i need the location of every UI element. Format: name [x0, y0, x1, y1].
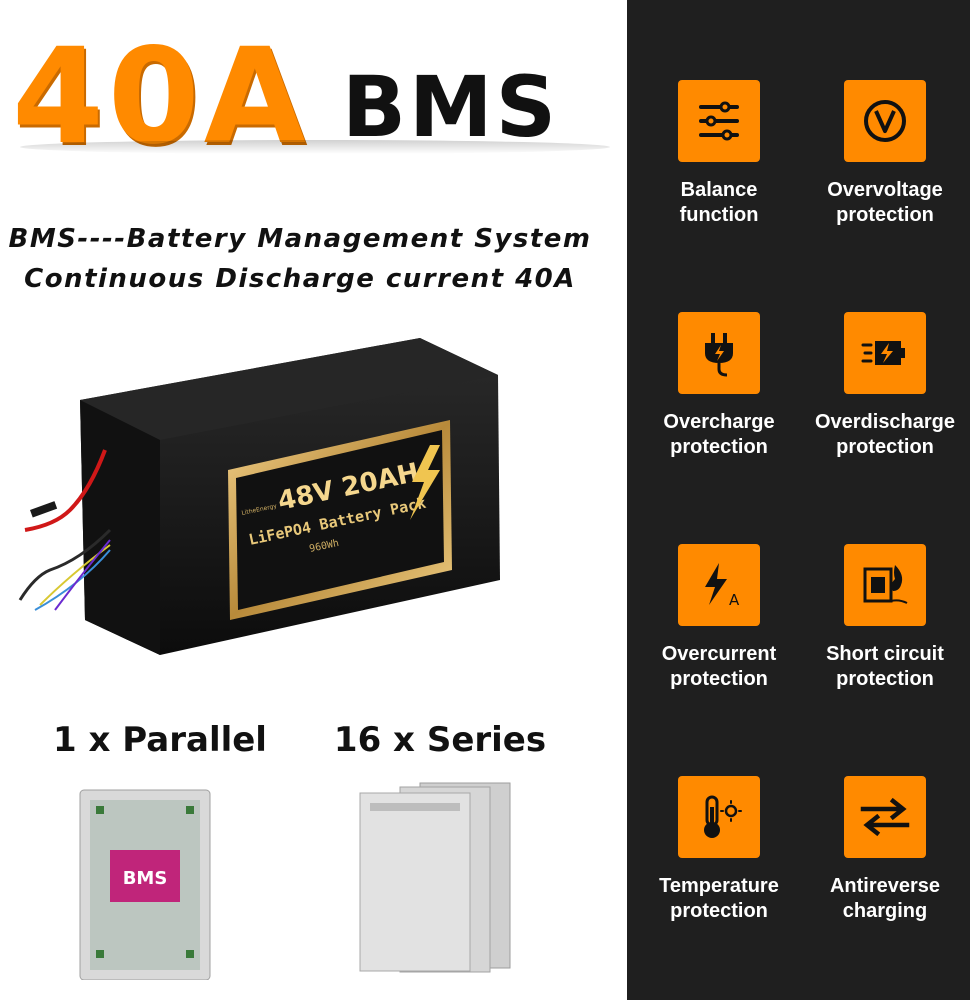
subtitle-line-2: Continuous Discharge current 40A: [24, 264, 576, 294]
headline-bms: BMS: [342, 58, 560, 156]
feature-label-line2: protection: [836, 204, 934, 226]
feature-temperature: Temperature protection: [639, 776, 799, 924]
subtitle-line-1: BMS----Battery Management System: [8, 224, 592, 254]
voltage-icon: [844, 80, 926, 162]
feature-overcurrent: A Overcurrent protection: [639, 544, 799, 692]
feature-label-line2: protection: [836, 668, 934, 690]
svg-text:A: A: [729, 591, 740, 609]
current-bolt-icon: A: [678, 544, 760, 626]
feature-label-line2: charging: [842, 900, 928, 922]
feature-label-line1: Antireverse: [829, 875, 941, 897]
feature-label-line2: protection: [670, 900, 768, 922]
feature-label-line2: protection: [670, 668, 768, 690]
feature-balance: Balance function: [639, 80, 799, 228]
feature-label-line2: function: [679, 204, 759, 226]
bms-chip-text: BMS: [123, 868, 168, 889]
plug-icon: [678, 312, 760, 394]
headline-current: 40A: [12, 20, 310, 174]
feature-label-line1: Overcharge: [663, 411, 775, 433]
battery-discharge-icon: [844, 312, 926, 394]
feature-short-circuit: Short circuit protection: [805, 544, 965, 692]
feature-panel: Balance function Overvoltage protection Ov…: [627, 0, 970, 1000]
series-label: 16 x Series: [333, 720, 547, 760]
battery-pack-image: 48V 20AH LiFePO4 Battery Pack 960Wh Lith…: [18, 338, 500, 655]
feature-antireverse: Antireverse charging: [805, 776, 965, 924]
headline-shadow: [20, 140, 610, 154]
sliders-icon: [678, 80, 760, 162]
swap-arrows-icon: [844, 776, 926, 858]
bms-board-image: BMS: [79, 789, 211, 980]
feature-overcharge: Overcharge protection: [639, 312, 799, 460]
feature-label-line1: Balance: [680, 179, 758, 201]
feature-label-line2: protection: [670, 436, 768, 458]
feature-overvoltage: Overvoltage protection: [805, 80, 965, 228]
series-cells-image: [359, 782, 511, 973]
fire-socket-icon: [844, 544, 926, 626]
feature-label-line1: Short circuit: [826, 643, 944, 665]
feature-label-line1: Overvoltage: [827, 179, 943, 201]
feature-overdischarge: Overdischarge protection: [805, 312, 965, 460]
feature-label-line2: protection: [836, 436, 934, 458]
thermometer-icon: [678, 776, 760, 858]
parallel-label: 1 x Parallel: [53, 720, 267, 760]
feature-label-line1: Overdischarge: [814, 411, 956, 433]
left-panel: 40A BMS BMS----Battery Management System…: [8, 20, 610, 980]
feature-label-line1: Overcurrent: [661, 643, 777, 665]
feature-label-line1: Temperature: [659, 875, 779, 897]
